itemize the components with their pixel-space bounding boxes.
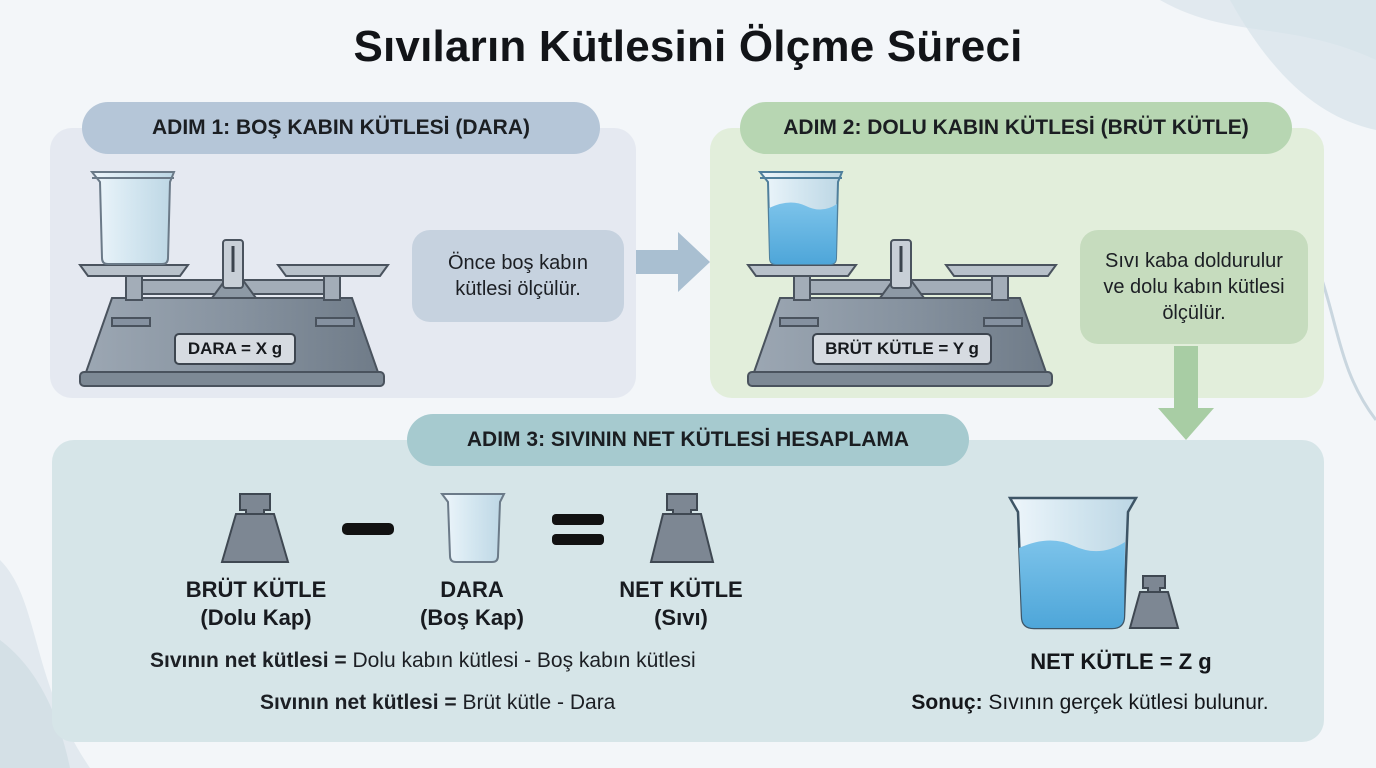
formula-2-expression: Brüt kütle - Dara <box>456 691 616 714</box>
result-label: Sonuç: <box>911 691 983 714</box>
net-mass-label-line2: (Sıvı) <box>654 605 708 630</box>
step1-callout: Önce boş kabın kütlesi ölçülür. <box>412 230 624 322</box>
filled-beaker-icon <box>1007 496 1139 630</box>
arrow-down-icon <box>1158 346 1214 440</box>
net-mass-label-line1: NET KÜTLE <box>619 577 743 602</box>
result-statement: Sonuç: Sıvının gerçek kütlesi bulunur. <box>880 691 1300 715</box>
empty-beaker-icon <box>440 493 506 563</box>
empty-beaker-icon <box>89 171 176 265</box>
step1-callout-text: Önce boş kabın kütlesi ölçülür. <box>447 252 589 300</box>
step3-heading: ADIM 3: SIVININ NET KÜTLESİ HESAPLAMA <box>407 414 969 466</box>
step2-callout: Sıvı kaba doldurulur ve dolu kabın kütle… <box>1080 230 1308 344</box>
formula-1-term: Sıvının net kütlesi = <box>150 649 347 672</box>
tare-label: DARA (Boş Kap) <box>372 576 572 632</box>
step2-callout-text: Sıvı kaba doldurulur ve dolu kabın kütle… <box>1103 250 1285 324</box>
gross-scale-label: BRÜT KÜTLE = Y g <box>812 333 992 365</box>
gross-mass-label-line2: (Dolu Kap) <box>200 605 312 630</box>
net-mass-label: NET KÜTLE (Sıvı) <box>590 576 772 632</box>
equals-sign-icon <box>552 514 604 545</box>
weight-icon <box>1128 575 1180 629</box>
gross-mass-label-line1: BRÜT KÜTLE <box>185 577 327 602</box>
minus-sign-icon <box>342 523 394 535</box>
formula-line-1: Sıvının net kütlesi = Dolu kabın kütlesi… <box>150 649 696 673</box>
formula-2-term: Sıvının net kütlesi = <box>260 691 457 714</box>
step1-heading: ADIM 1: BOŞ KABIN KÜTLESİ (DARA) <box>82 102 600 154</box>
formula-1-expression: Dolu kabın kütlesi - Boş kabın kütlesi <box>346 649 696 672</box>
formula-line-2: Sıvının net kütlesi = Brüt kütle - Dara <box>260 691 615 715</box>
net-mass-result: NET KÜTLE = Z g <box>1030 649 1212 674</box>
tare-scale-label: DARA = X g <box>174 333 296 365</box>
step2-heading: ADIM 2: DOLU KABIN KÜTLESİ (BRÜT KÜTLE) <box>740 102 1292 154</box>
result-text: Sıvının gerçek kütlesi bulunur. <box>982 691 1269 714</box>
arrow-right-icon <box>636 232 710 292</box>
weight-icon <box>649 493 715 563</box>
weight-icon <box>220 493 290 563</box>
tare-label-line2: (Boş Kap) <box>420 605 524 630</box>
page-title: Sıvıların Kütlesini Ölçme Süreci <box>353 22 1023 71</box>
gross-mass-label: BRÜT KÜTLE (Dolu Kap) <box>160 576 352 632</box>
filled-beaker-icon <box>757 171 844 265</box>
tare-label-line1: DARA <box>440 577 504 602</box>
